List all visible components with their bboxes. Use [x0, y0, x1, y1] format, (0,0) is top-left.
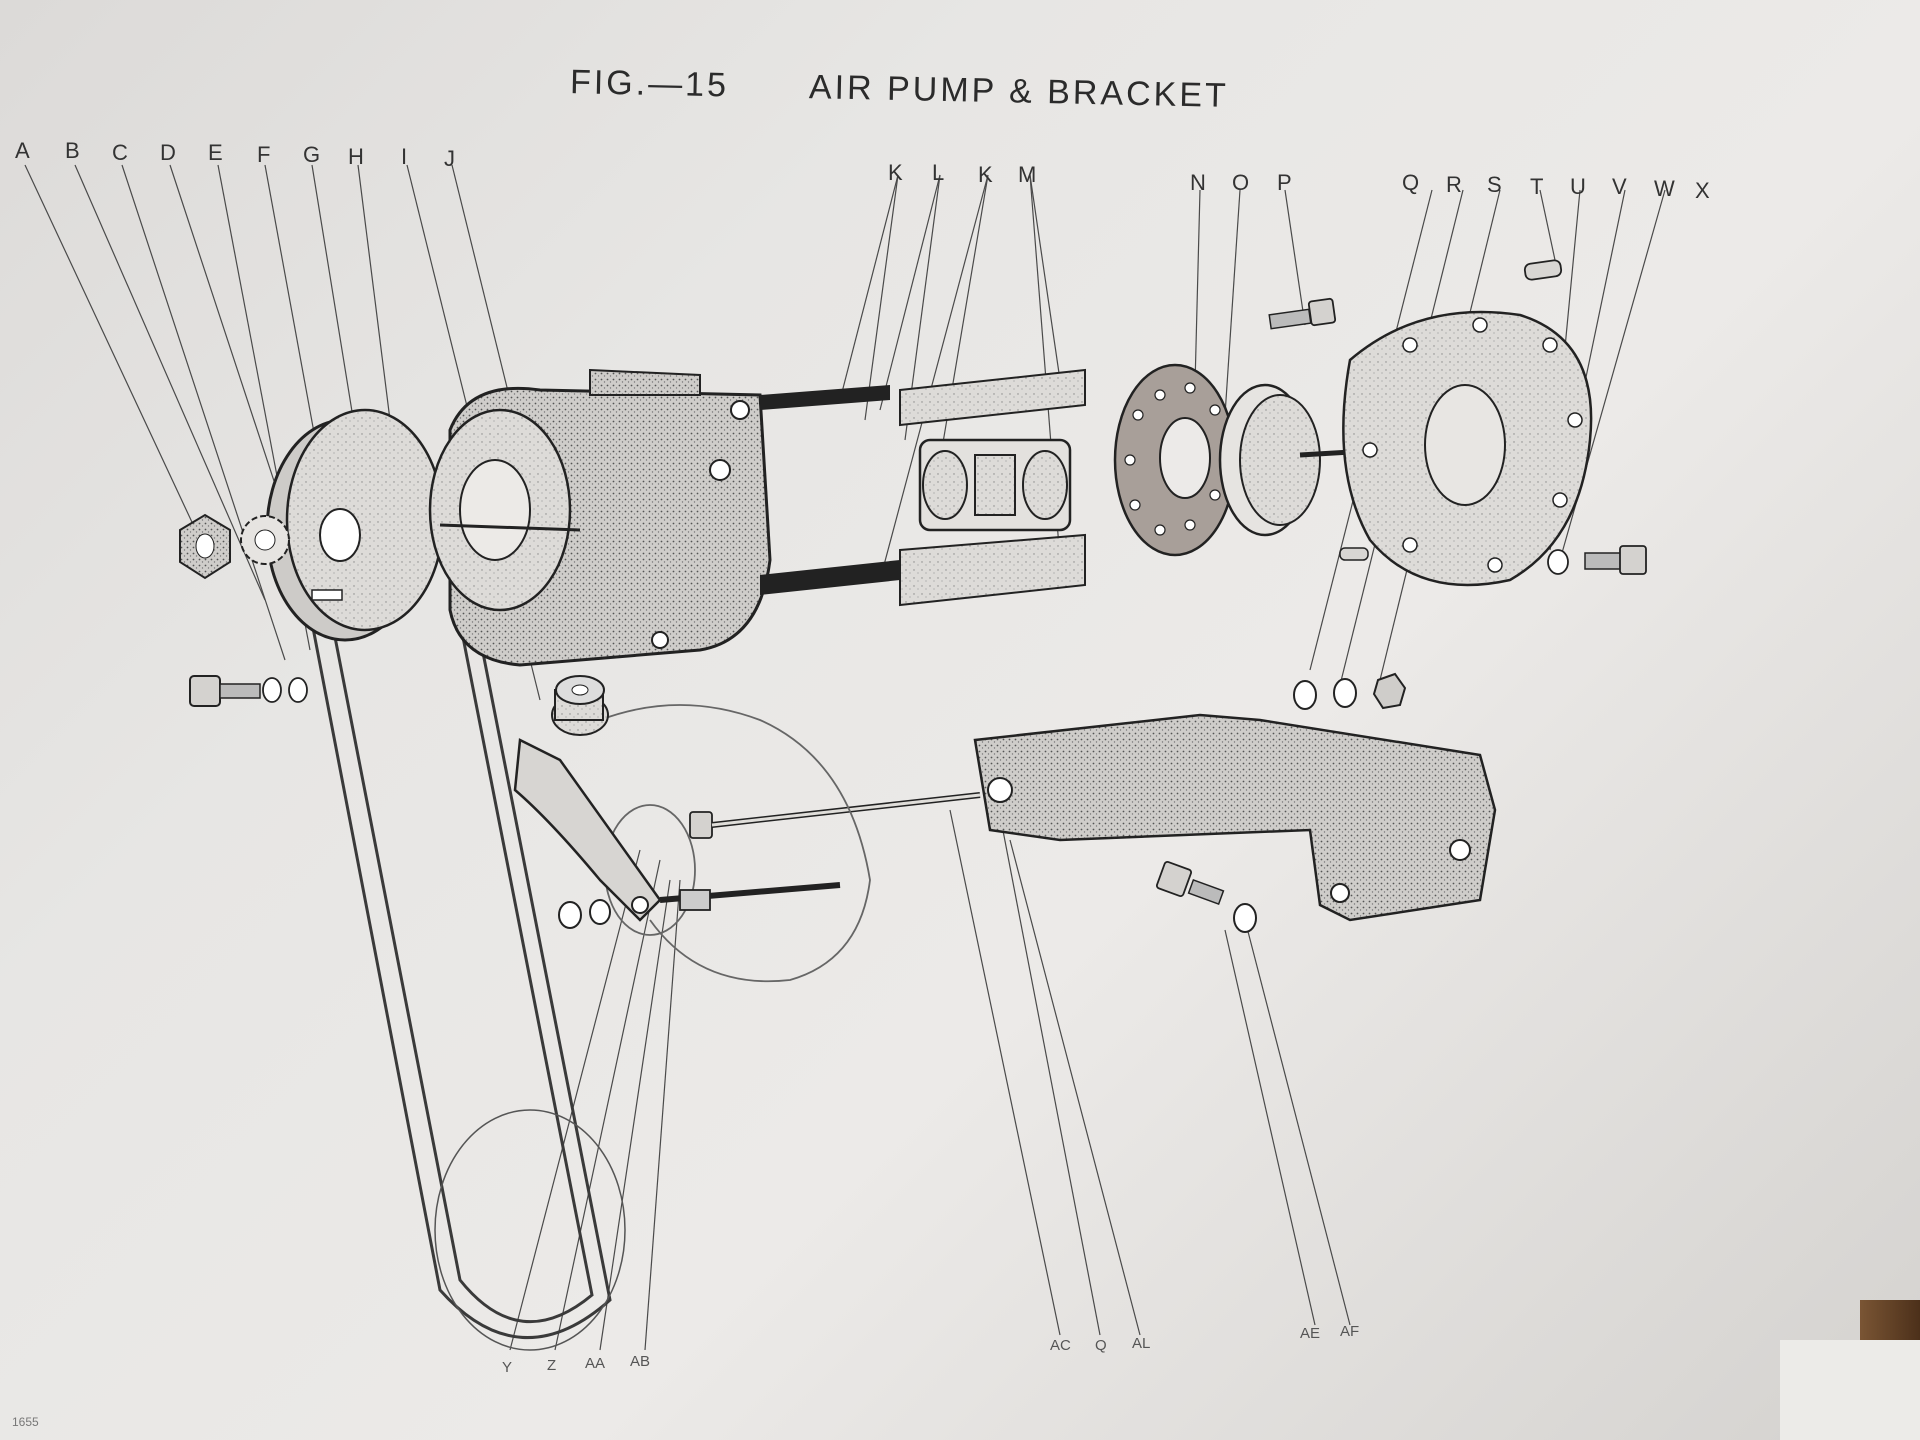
dowel-pin-lower: [1339, 547, 1369, 561]
callout-label: K: [978, 162, 993, 187]
callout-label: AC: [1050, 1337, 1071, 1354]
callout-label: I: [401, 144, 407, 169]
bolt-left: [189, 675, 308, 707]
ghost-housing: [599, 704, 871, 983]
stud: [558, 882, 841, 929]
callout-label: U: [1570, 174, 1586, 199]
callout-label: Q: [1095, 1337, 1107, 1354]
callout-label: AL: [1132, 1335, 1150, 1352]
air-pump-body: [428, 368, 772, 667]
callout-label: C: [112, 140, 128, 165]
callout-label: M: [1018, 162, 1036, 187]
pulley-nut: [179, 513, 231, 580]
callout-label: Q: [1402, 170, 1419, 195]
callout-label: T: [1530, 174, 1543, 199]
callout-label: A: [15, 138, 30, 163]
callout-label: AF: [1340, 1323, 1359, 1340]
callout-label: V: [1612, 174, 1627, 199]
callout-label: AB: [630, 1353, 650, 1370]
adjusting-link: [513, 738, 662, 922]
callout-label: Z: [547, 1357, 556, 1374]
end-plate: [1218, 383, 1321, 537]
callout-label: R: [1446, 172, 1462, 197]
callout-label: L: [932, 160, 944, 185]
callout-label: H: [348, 144, 364, 169]
callout-label: G: [303, 142, 320, 167]
callout-label: S: [1487, 172, 1502, 197]
mounting-bracket: [973, 713, 1497, 922]
callout-label: B: [65, 138, 80, 163]
callout-label: E: [208, 140, 223, 165]
callout-label: AA: [585, 1355, 605, 1372]
callout-label: X: [1695, 178, 1710, 203]
callout-label: AE: [1300, 1325, 1320, 1342]
dowel-pin: [1523, 259, 1563, 281]
screw-top: [1268, 297, 1337, 330]
bottom-callouts: Y Z AA AB AC Q AL AE AF: [502, 1323, 1359, 1376]
lock-washer: [240, 515, 290, 565]
long-bolt: [689, 792, 981, 839]
top-callouts: A B C D E F G H I J K L K M N O P Q R S …: [15, 138, 1710, 203]
crank-pulley-outline: [434, 1109, 626, 1351]
callout-label: Y: [502, 1359, 512, 1376]
adjacent-page-edge: [1780, 1340, 1920, 1440]
callout-label: F: [257, 142, 270, 167]
gasket: [1113, 363, 1237, 557]
vane-blades: [899, 368, 1086, 607]
callout-label: K: [888, 160, 903, 185]
inlet-fitting: [551, 675, 609, 736]
drive-belt: [298, 509, 612, 1340]
screw-right: [1547, 545, 1647, 575]
pulley: [265, 408, 445, 642]
washers-nut: [1293, 672, 1407, 710]
callout-label: W: [1654, 176, 1675, 201]
vanes: [760, 385, 900, 595]
callout-label: D: [160, 140, 176, 165]
callout-label: J: [444, 146, 455, 171]
callout-label: N: [1190, 170, 1206, 195]
rotor: [918, 438, 1072, 532]
page-number: 1655: [12, 1415, 39, 1429]
callout-label: P: [1277, 170, 1292, 195]
bracket-bolt: [1156, 861, 1257, 933]
end-cover: [1342, 310, 1593, 587]
leader-lines-bottom: [509, 809, 1351, 1351]
callout-label: O: [1232, 170, 1249, 195]
